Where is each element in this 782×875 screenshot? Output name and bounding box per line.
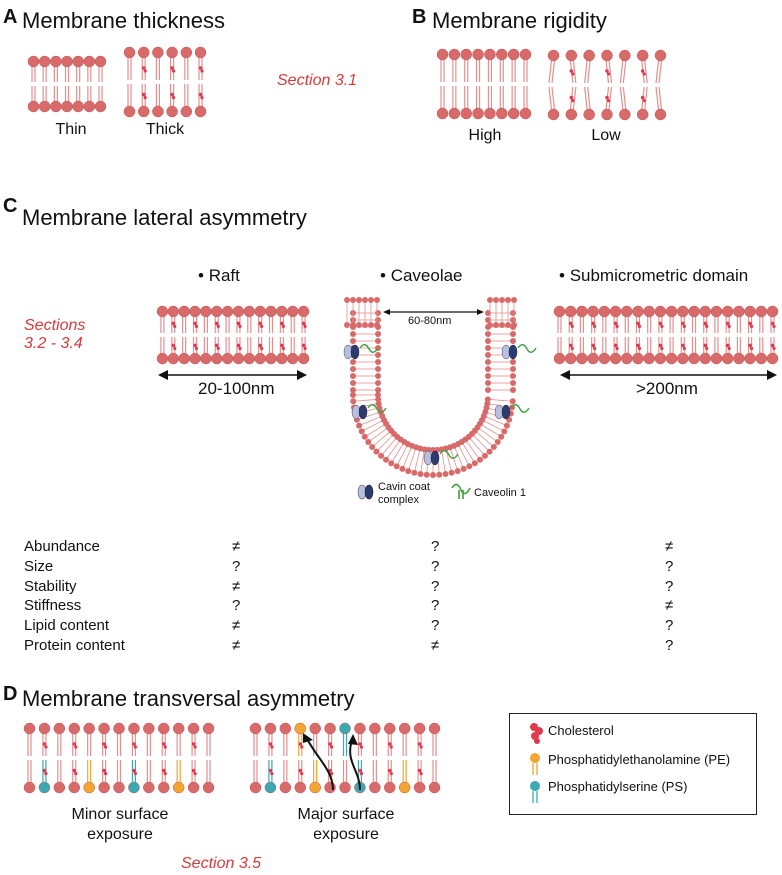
panel-b-letter: B <box>412 6 427 28</box>
legend-cholesterol: Cholesterol <box>548 723 614 738</box>
table-cell: ? <box>665 637 674 654</box>
raft-size-label: 20-100nm <box>198 379 275 398</box>
panel-a-letter: A <box>3 6 18 28</box>
cavin-legend-label: Cavin coat complex <box>378 481 430 506</box>
submicro-size-label: >200nm <box>636 379 698 398</box>
minor-exposure-label: Minor surface exposure <box>71 806 169 843</box>
table-row-label: Stability <box>24 577 77 595</box>
ps-lipid-icon <box>530 781 540 803</box>
table-cell: ≠ <box>431 637 440 654</box>
table-cell: ≠ <box>665 538 674 555</box>
table-cell: ≠ <box>232 577 241 595</box>
thin-label: Thin <box>55 121 87 138</box>
table-cell: ≠ <box>665 597 674 615</box>
table-cell: ? <box>665 557 674 575</box>
table-row-label: Lipid content <box>24 617 110 635</box>
thick-label: Thick <box>145 121 185 138</box>
panel-c-letter: C <box>3 195 18 217</box>
panel-d-letter: D <box>3 683 18 705</box>
table-cell: ≠ <box>232 617 241 635</box>
caveolin-legend-label: Caveolin 1 <box>474 487 526 499</box>
panel-a-title: Membrane thickness <box>22 8 225 33</box>
table-row-label: Protein content <box>24 637 125 654</box>
panel-d-title: Membrane transversal asymmetry <box>22 686 355 711</box>
major-exposure-label: Major surface exposure <box>297 806 395 843</box>
section-3-5-ref: Section 3.5 <box>181 855 262 872</box>
caveolae-bullet: • Caveolae <box>380 266 463 285</box>
panel-c-title: Membrane lateral asymmetry <box>22 205 307 230</box>
table-cell: ? <box>431 617 440 635</box>
pe-lipid-icon <box>530 753 540 775</box>
table-row-label: Size <box>24 557 54 575</box>
table-cell: ≠ <box>232 538 241 555</box>
section-3-1-ref: Section 3.1 <box>277 72 358 89</box>
caveolae-size-label: 60-80nm <box>408 315 452 327</box>
high-label: High <box>468 127 502 144</box>
raft-bullet: • Raft <box>198 266 240 285</box>
table-cell: ? <box>431 577 440 595</box>
panel-b-title: Membrane rigidity <box>432 8 607 33</box>
legend-ps: Phosphatidylserine (PS) <box>548 779 688 794</box>
cholesterol-icon <box>530 723 543 744</box>
table-cell: ? <box>665 617 674 635</box>
table-cell: ≠ <box>232 637 241 654</box>
table-row-label: Abundance <box>24 538 100 555</box>
lipid-legend: Cholesterol Phosphatidylethanolamine (PE… <box>509 713 757 815</box>
table-cell: ? <box>665 577 674 595</box>
table-cell: ? <box>232 597 241 615</box>
legend-pe: Phosphatidylethanolamine (PE) <box>548 752 731 767</box>
table-cell: ? <box>431 538 440 555</box>
submicro-bullet: • Submicrometric domain <box>559 266 749 285</box>
section-3-2-3-4-ref: Sections 3.2 - 3.4 <box>24 317 86 352</box>
table-row-label: Stiffness <box>24 597 82 615</box>
table-cell: ? <box>431 557 440 575</box>
table-cell: ? <box>232 557 241 575</box>
low-label: Low <box>591 127 621 144</box>
table-cell: ? <box>431 597 440 615</box>
